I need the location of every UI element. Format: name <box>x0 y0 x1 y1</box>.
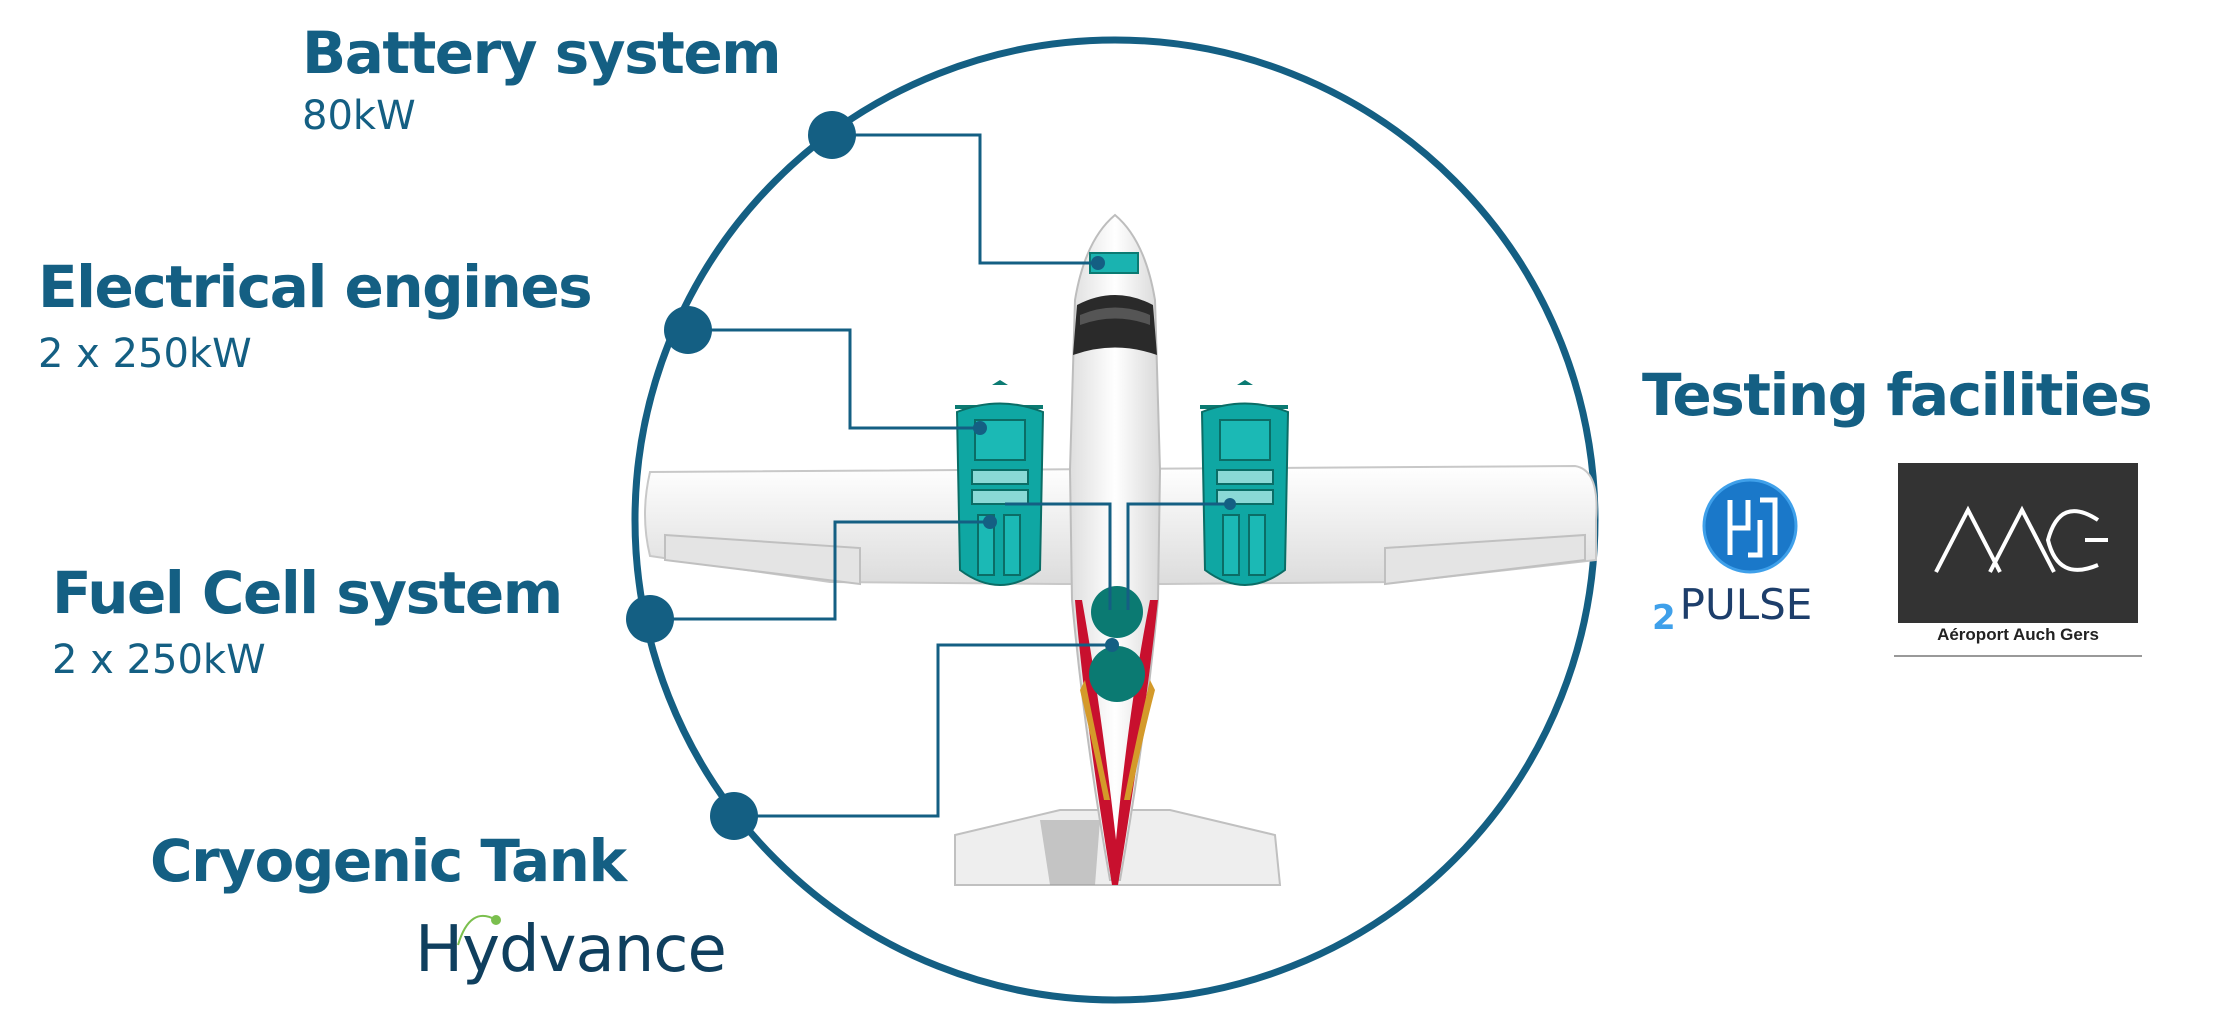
h2pulse-wordmark: 2PULSE <box>1652 584 1812 636</box>
tank-marker[interactable] <box>710 792 758 840</box>
h2pulse-sub: 2 <box>1652 598 1676 638</box>
h2pulse-pulse: PULSE <box>1679 580 1813 629</box>
fuel-cell-title: Fuel Cell system <box>52 559 563 627</box>
hydvance-wordmark: Hydvance <box>415 913 727 987</box>
h2pulse-logo-icon <box>1702 478 1798 574</box>
battery-marker[interactable] <box>808 111 856 159</box>
testing-title: Testing facilities <box>1642 361 2153 429</box>
hydvance-logo-icon <box>457 914 501 946</box>
battery-title: Battery system <box>302 19 782 87</box>
fuel-cell-value: 2 x 250kW <box>52 637 266 683</box>
engines-title: Electrical engines <box>38 253 593 321</box>
engines-marker[interactable] <box>664 306 712 354</box>
engines-value: 2 x 250kW <box>38 331 252 377</box>
airplane-icon <box>644 213 1598 886</box>
leader-endpoints <box>973 256 1236 652</box>
tank-title: Cryogenic Tank <box>150 827 627 895</box>
leader-lines <box>650 133 1230 818</box>
fuel-cell-marker[interactable] <box>626 595 674 643</box>
aag-caption: Aéroport Auch Gers <box>1937 625 2099 644</box>
battery-value: 80kW <box>302 93 416 139</box>
aag-logo-icon <box>1894 463 2142 657</box>
